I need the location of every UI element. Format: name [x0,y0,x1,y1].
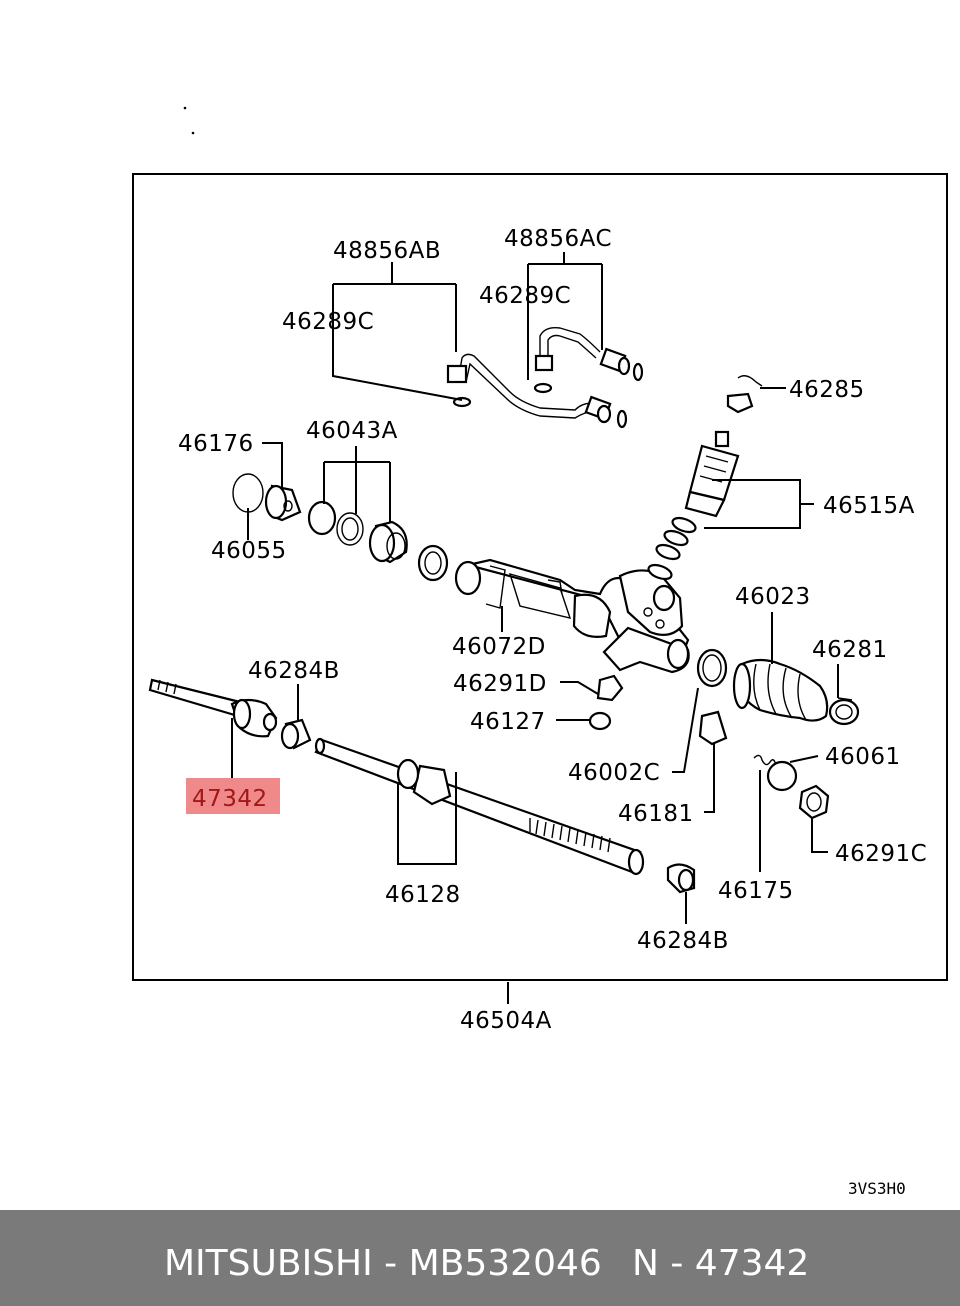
label-46176[interactable]: 46176 [178,431,254,457]
snap-ring-46055 [232,473,264,513]
label-46291C[interactable]: 46291C [835,841,927,867]
pressure-tube-right [533,326,644,394]
label-46128[interactable]: 46128 [385,882,461,908]
label-46002C[interactable]: 46002C [568,760,660,786]
locknut-46291C [798,784,830,820]
label-46175[interactable]: 46175 [718,878,794,904]
clip-46281 [828,697,860,726]
guide-46181 [698,710,728,746]
label-46504A[interactable]: 46504A [460,1008,552,1034]
boot-46023 [732,658,829,722]
label-46023[interactable]: 46023 [735,584,811,610]
bushing-46284B-right [666,863,696,894]
footer-ref: N - 47342 [632,1243,810,1284]
label-46284B-top[interactable]: 46284B [248,658,340,684]
label-48856AB[interactable]: 48856AB [333,238,441,264]
leader-lines [231,252,839,1004]
label-46291D[interactable]: 46291D [453,671,547,697]
label-46055[interactable]: 46055 [211,538,287,564]
highlight-box-47342 [186,778,280,814]
label-46281[interactable]: 46281 [812,637,888,663]
spring-46175 [753,754,777,767]
assembly-frame [132,173,948,981]
label-47342[interactable]: 47342 [192,786,268,812]
label-46289C-right[interactable]: 46289C [479,283,571,309]
label-46284B-bottom[interactable]: 46284B [637,928,729,954]
valve-assembly-46515A [647,430,740,581]
footer-brand-part: MITSUBISHI - MB532046 [164,1243,602,1284]
oil-seal-46043A [307,500,408,564]
label-48856AC[interactable]: 48856AC [504,226,612,252]
label-46515A[interactable]: 46515A [823,493,915,519]
label-46043A[interactable]: 46043A [306,418,398,444]
speck [191,131,195,135]
tie-rod-47342 [148,678,278,738]
label-46285[interactable]: 46285 [789,377,865,403]
speck [183,106,187,110]
footer-bar [0,1210,960,1306]
parts-diagram: 48856AB 48856AC 46289C 46289C 46285 4617… [132,106,948,1198]
nut-46291D [596,674,624,702]
pressure-tube-left [446,353,628,429]
yoke-46061 [766,760,798,792]
bushing-46176 [264,484,302,522]
label-46127[interactable]: 46127 [470,709,546,735]
cap-46285 [726,375,763,414]
rack-46128 [314,737,645,876]
label-46061[interactable]: 46061 [825,744,901,770]
bushing-46284B-left [280,718,312,750]
clamp-46002C [696,648,728,688]
diagram-code: 3VS3H0 [848,1179,906,1198]
label-46289C-left[interactable]: 46289C [282,309,374,335]
seal-ring [417,544,449,582]
label-46072D[interactable]: 46072D [452,634,546,660]
ring-46127 [588,711,612,731]
label-46181[interactable]: 46181 [618,801,694,827]
gear-housing-46072D [454,558,690,674]
